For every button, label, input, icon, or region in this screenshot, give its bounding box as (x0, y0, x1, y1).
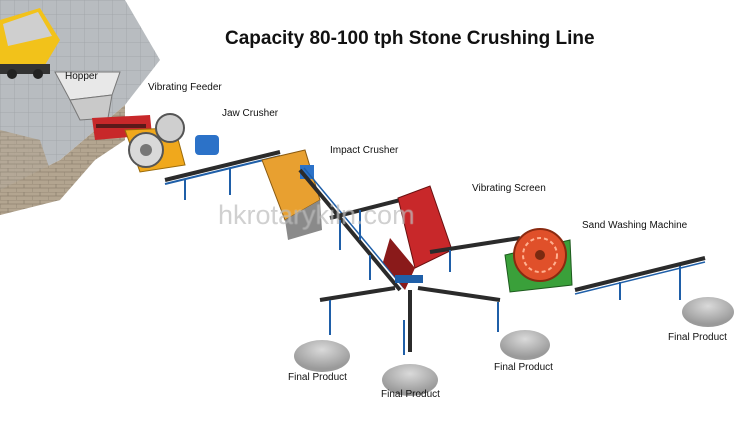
product-piles (294, 297, 734, 396)
hopper (54, 71, 121, 121)
conveyor-4 (574, 256, 706, 300)
label-vibrating-screen: Vibrating Screen (472, 183, 546, 194)
label-final-product-1: Final Product (288, 372, 347, 383)
diagram-title: Capacity 80-100 tph Stone Crushing Line (225, 28, 595, 49)
label-jaw-crusher: Jaw Crusher (222, 108, 279, 119)
jaw-crusher (124, 113, 219, 173)
label-impact-crusher: Impact Crusher (330, 145, 399, 156)
label-hopper: Hopper (65, 71, 98, 82)
conveyor-3 (429, 236, 521, 272)
label-final-product-4: Final Product (668, 332, 727, 343)
radial-conveyors (319, 286, 501, 355)
vibrating-screen (383, 185, 453, 290)
dump-truck (0, 8, 60, 79)
conveyor-2 (298, 167, 405, 292)
sand-washing-machine (504, 228, 573, 293)
label-final-product-3: Final Product (494, 362, 553, 373)
label-sand-washing-machine: Sand Washing Machine (582, 220, 688, 231)
watermark: hkrotarykiln.com (218, 200, 415, 230)
label-final-product-2: Final Product (381, 389, 440, 400)
conveyor-1 (164, 150, 281, 200)
label-vibrating-feeder: Vibrating Feeder (148, 82, 222, 93)
